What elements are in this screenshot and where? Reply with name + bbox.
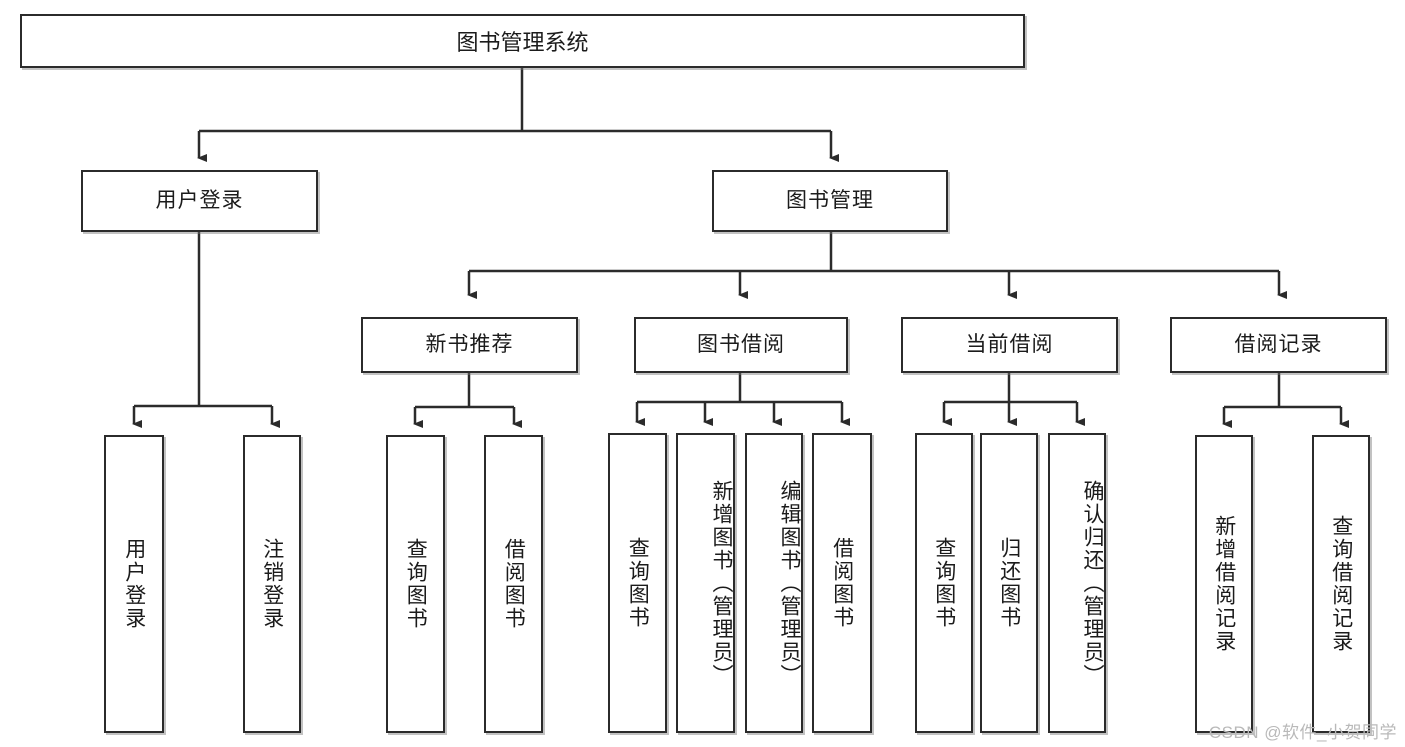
leaf-borrow-add-label: 新增图书（管理员） [710,479,733,687]
node-borrow-record[interactable]: 借阅记录 [1170,317,1387,373]
leaf-rec-add-label: 新增借阅记录 [1212,515,1236,653]
node-book-borrow-label: 图书借阅 [697,333,785,357]
leaf-cur-query[interactable]: 查询图书 [915,433,973,733]
node-book-borrow[interactable]: 图书借阅 [634,317,848,373]
node-new-book-rec[interactable]: 新书推荐 [361,317,578,373]
node-root[interactable]: 图书管理系统 [20,14,1025,68]
node-user-login[interactable]: 用户登录 [81,170,318,232]
node-borrow-record-label: 借阅记录 [1234,333,1323,357]
leaf-rec-query[interactable]: 查询图书 [386,435,445,733]
node-root-label: 图书管理系统 [456,30,589,55]
leaf-user-login-label: 用户登录 [122,538,146,630]
watermark: CSDN @软件_小贺同学 [1208,723,1397,742]
leaf-rec-borrow-label: 借阅图书 [502,538,526,630]
leaf-borrow-add[interactable]: 新增图书（管理员） [676,433,735,733]
leaf-rec-borrow[interactable]: 借阅图书 [484,435,543,733]
node-current-borrow-label: 当前借阅 [965,333,1054,357]
node-book-manage-label: 图书管理 [786,189,874,213]
node-book-manage[interactable]: 图书管理 [712,170,948,232]
leaf-rec-query-label: 查询图书 [404,538,428,630]
leaf-cur-return-label: 归还图书 [997,537,1021,629]
leaf-borrow-borrow[interactable]: 借阅图书 [812,433,872,733]
leaf-cur-return[interactable]: 归还图书 [980,433,1038,733]
node-user-login-label: 用户登录 [155,189,244,213]
node-new-book-rec-label: 新书推荐 [425,333,514,357]
node-current-borrow[interactable]: 当前借阅 [901,317,1118,373]
leaf-borrow-query[interactable]: 查询图书 [608,433,667,733]
leaf-borrow-edit[interactable]: 编辑图书（管理员） [745,433,803,733]
leaf-rec-add[interactable]: 新增借阅记录 [1195,435,1253,733]
leaf-cur-query-label: 查询图书 [932,537,956,629]
leaf-cur-confirm-label: 确认归还（管理员） [1081,479,1104,687]
leaf-borrow-query-label: 查询图书 [626,537,650,629]
leaf-logout[interactable]: 注销登录 [243,435,301,733]
leaf-borrow-edit-label: 编辑图书（管理员） [778,479,801,687]
leaf-borrow-borrow-label: 借阅图书 [830,537,854,629]
leaf-user-login[interactable]: 用户登录 [104,435,164,733]
leaf-rec-search-label: 查询借阅记录 [1329,515,1353,653]
leaf-rec-search[interactable]: 查询借阅记录 [1312,435,1370,733]
leaf-logout-label: 注销登录 [260,538,284,630]
leaf-cur-confirm[interactable]: 确认归还（管理员） [1048,433,1106,733]
